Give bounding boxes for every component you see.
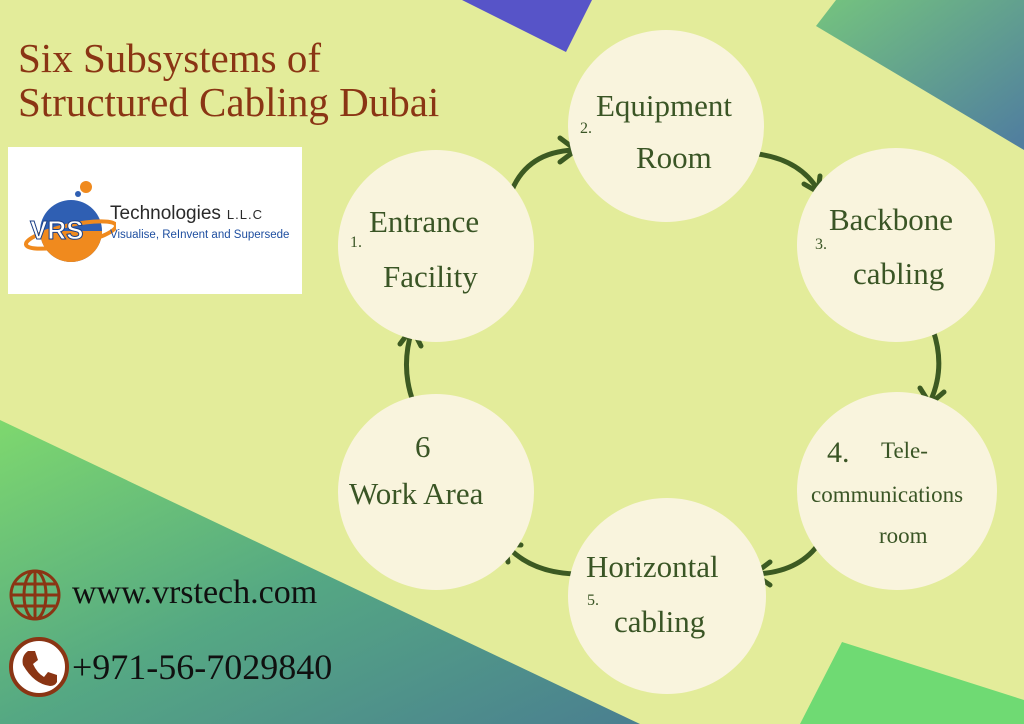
node-entrance-facility: 1. Entrance Facility bbox=[338, 150, 534, 342]
node-1-line-2: Facility bbox=[383, 259, 478, 294]
node-horizontal-cabling: 5. Horizontal cabling bbox=[568, 498, 766, 694]
title-line-2: Structured Cabling Dubai bbox=[18, 79, 440, 125]
node-4-line-2: communications bbox=[811, 482, 964, 507]
node-4-line-3: room bbox=[879, 523, 928, 548]
node-2-line-1: Equipment bbox=[596, 88, 733, 123]
node-telecommunications-room: 4. Tele- communications room bbox=[797, 392, 997, 590]
node-5-line-2: cabling bbox=[614, 604, 706, 639]
logo-tagline: Visualise, ReInvent and Supersede bbox=[110, 229, 290, 241]
logo-company-text: Technologies bbox=[110, 203, 221, 224]
bottom-left-gradient-shape bbox=[0, 420, 640, 724]
node-1-number: 1. bbox=[350, 234, 362, 251]
title-line-1: Six Subsystems of bbox=[18, 35, 321, 81]
node-work-area: 6 Work Area bbox=[338, 394, 534, 590]
top-purple-shape bbox=[462, 0, 592, 52]
node-equipment-room: 2. Equipment Room bbox=[568, 30, 764, 222]
node-6-line-1: Work Area bbox=[349, 476, 484, 511]
vrs-logo-mark: VRS bbox=[23, 181, 116, 262]
logo-mark-text: VRS bbox=[30, 215, 83, 245]
node-backbone-cabling: 3. Backbone cabling bbox=[797, 148, 995, 342]
website-link[interactable]: www.vrstech.com bbox=[72, 574, 318, 611]
phone-icon bbox=[9, 637, 69, 697]
node-5-number: 5. bbox=[587, 592, 599, 609]
logo-company-name: Technologies L.L.C bbox=[110, 203, 263, 225]
company-logo: VRS Technologies L.L.C Visualise, ReInven… bbox=[8, 147, 302, 294]
node-1-line-1: Entrance bbox=[369, 204, 480, 239]
node-4-line-1: Tele- bbox=[881, 438, 928, 463]
node-3-line-1: Backbone bbox=[829, 202, 953, 237]
node-4-number: 4. bbox=[827, 436, 850, 469]
page-title: Six Subsystems of Structured Cabling Dub… bbox=[18, 36, 439, 124]
node-3-number: 3. bbox=[815, 236, 827, 253]
node-5-line-1: Horizontal bbox=[586, 549, 719, 584]
node-2-line-2: Room bbox=[636, 140, 712, 175]
node-6-number: 6 bbox=[415, 429, 431, 464]
phone-number[interactable]: +971-56-7029840 bbox=[72, 647, 333, 687]
globe-icon bbox=[9, 569, 61, 621]
node-2-number: 2. bbox=[580, 120, 592, 137]
top-right-gradient-shape bbox=[816, 0, 1024, 150]
node-3-line-2: cabling bbox=[853, 256, 945, 291]
logo-company-suffix: L.L.C bbox=[226, 207, 263, 222]
bottom-right-green-shape bbox=[800, 642, 1024, 724]
